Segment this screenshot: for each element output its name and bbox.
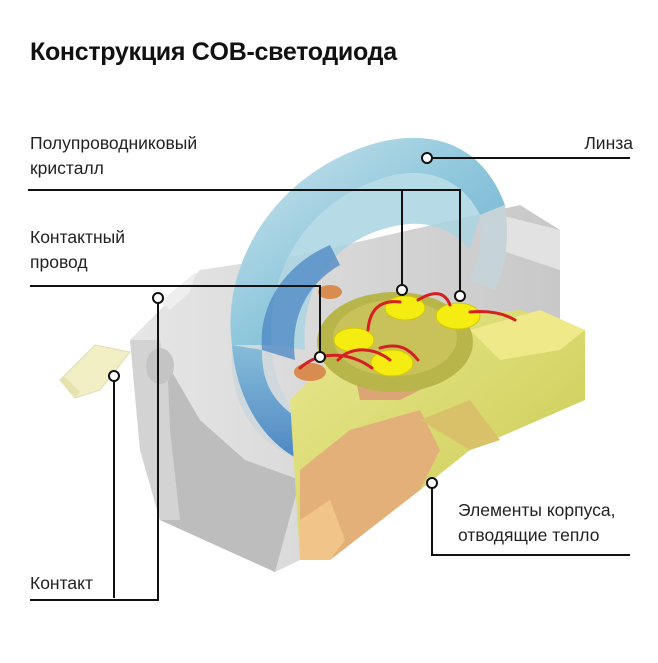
marker-contact-1 — [152, 292, 164, 304]
leader-crystal-2 — [250, 189, 461, 296]
label-lens-text: Линза — [584, 133, 633, 153]
marker-housing — [426, 477, 438, 489]
label-contact: Контакт — [30, 571, 93, 596]
label-crystal-line-2: кристалл — [30, 158, 104, 178]
leader-lines — [28, 157, 630, 601]
label-contact-wire: Контактный провод — [30, 225, 125, 275]
label-housing-line-2: отводящие тепло — [458, 525, 600, 545]
marker-crystal-2 — [454, 290, 466, 302]
chip-4 — [370, 349, 414, 377]
leader-housing — [431, 483, 630, 556]
diagram-title: Конструкция COB-светодиода — [30, 38, 397, 66]
label-lens: Линза — [584, 131, 633, 156]
label-contact-text: Контакт — [30, 573, 94, 593]
contact-tab-left — [59, 344, 131, 399]
chip-3 — [333, 327, 375, 353]
label-semiconductor-crystal: Полупроводниковый кристалл — [30, 131, 197, 181]
die-substrate — [294, 285, 473, 392]
marker-lens — [421, 152, 433, 164]
marker-contact-2 — [108, 370, 120, 382]
label-housing-line-1: Элементы корпуса, — [458, 500, 616, 520]
label-crystal-line-1: Полупроводниковый — [30, 133, 198, 153]
leader-markers — [108, 152, 466, 489]
bonding-wires — [298, 292, 517, 370]
leader-wire — [30, 285, 321, 355]
label-heat-housing: Элементы корпуса, отводящие тепло — [458, 498, 616, 548]
leader-contact-outer — [30, 298, 159, 601]
marker-crystal-1 — [396, 284, 408, 296]
semiconductor-chips — [333, 295, 481, 377]
chip-2 — [435, 302, 481, 330]
label-wire-line-2: провод — [30, 252, 88, 272]
label-wire-line-1: Контактный — [30, 227, 126, 247]
marker-wire — [314, 351, 326, 363]
